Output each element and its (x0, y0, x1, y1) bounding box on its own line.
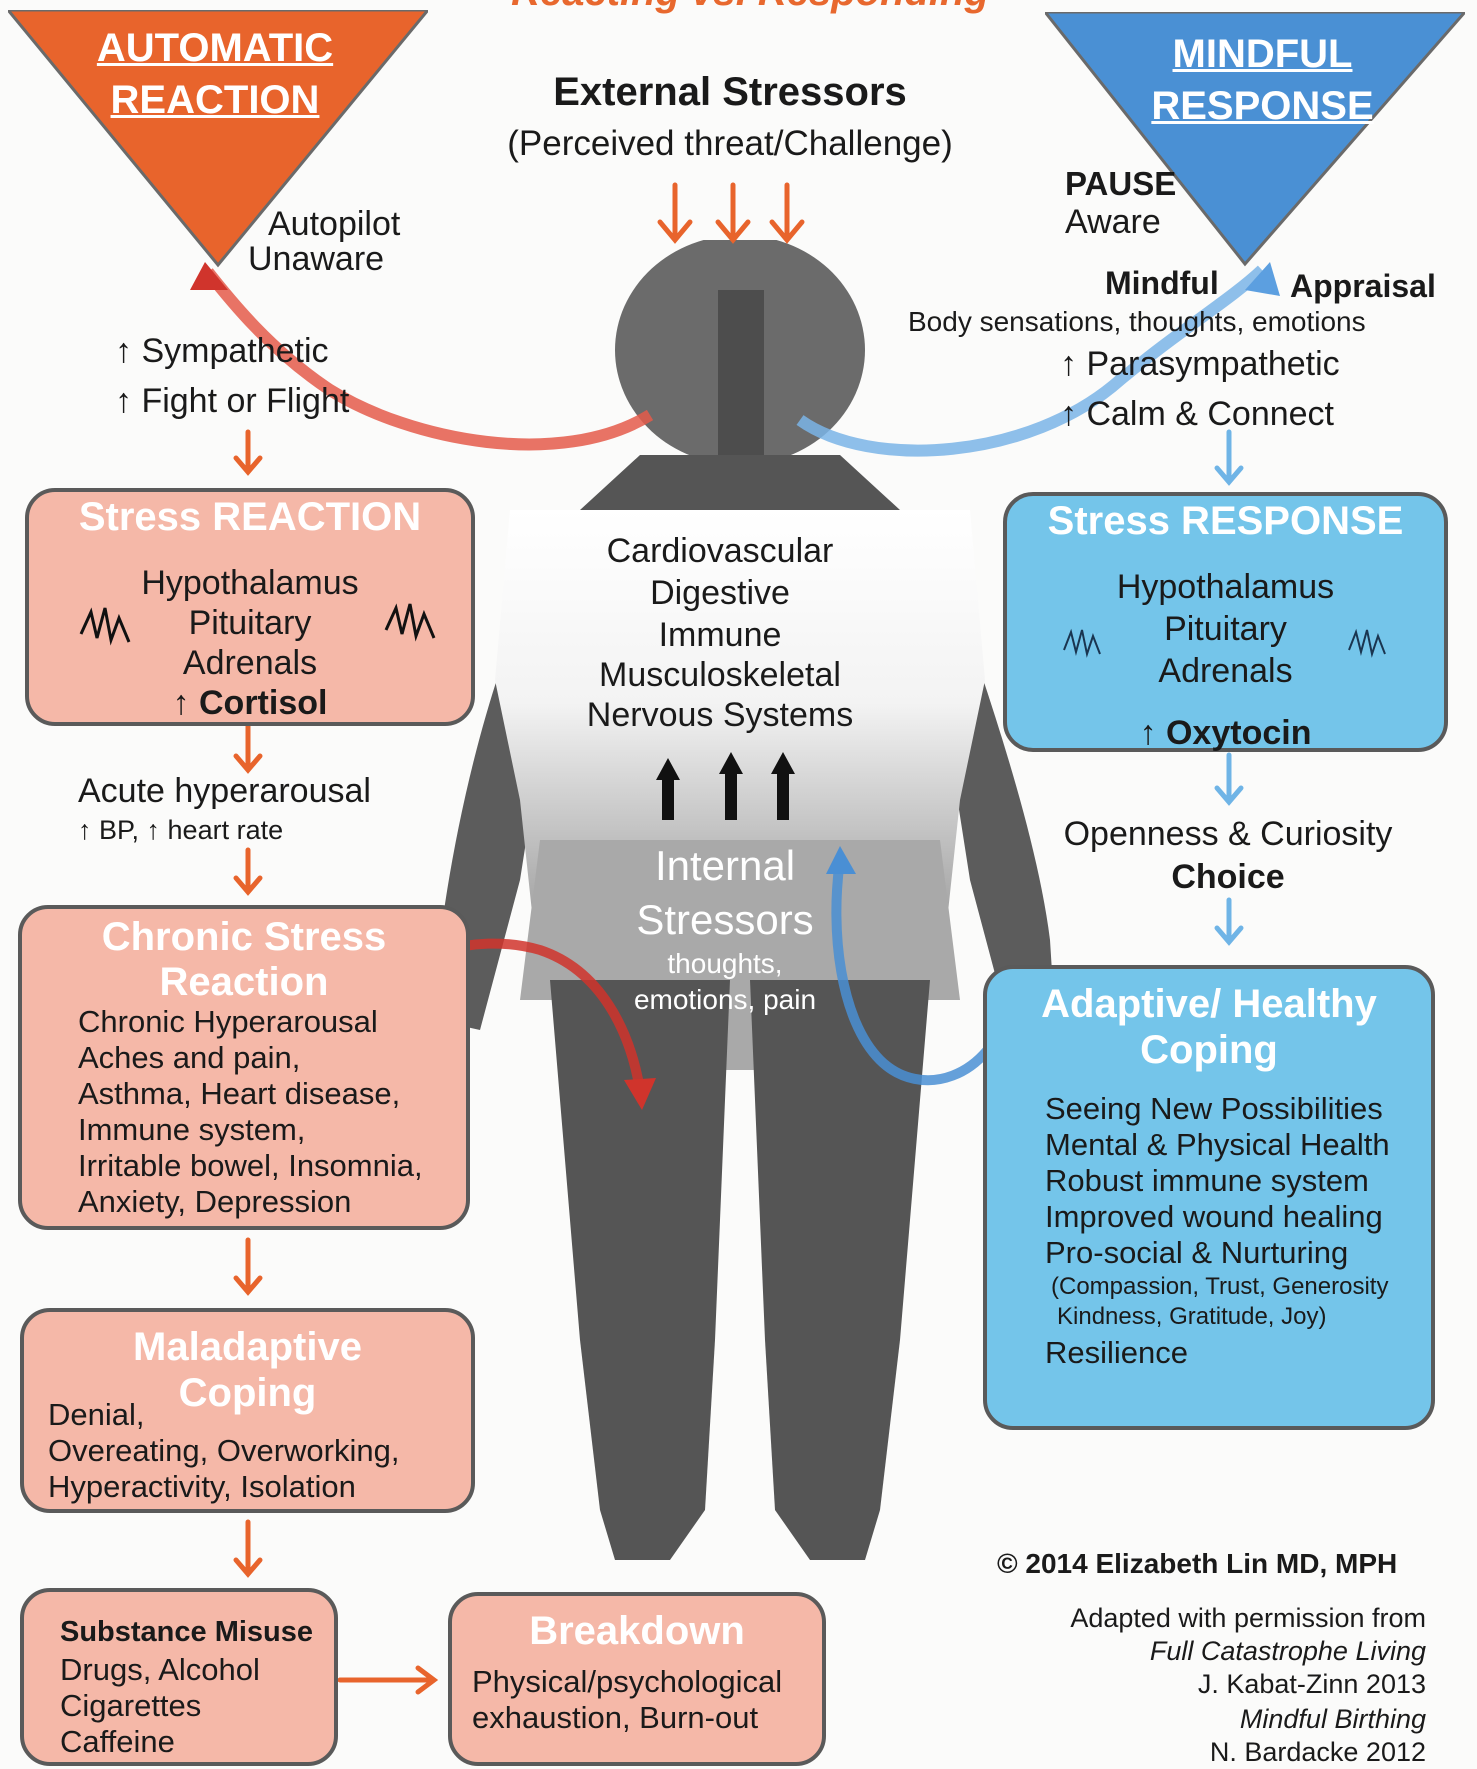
adaptive-subitem: Kindness, Gratitude, Joy) (1057, 1303, 1327, 1330)
autopilot-label: Autopilot (268, 205, 401, 243)
hypothalamus-label: Hypothalamus (141, 564, 359, 602)
mindful-response-triangle (1045, 12, 1465, 267)
oxytocin-label: ↑ Oxytocin (1139, 714, 1312, 752)
system-nervous: Nervous Systems (586, 696, 854, 734)
stress-reaction-title: Stress REACTION (78, 495, 422, 539)
chronic-item: Asthma, Heart disease, (78, 1076, 401, 1111)
automatic-reaction-label: AUTOMATIC REACTION (96, 26, 334, 122)
adaptive-item: Robust immune system (1045, 1163, 1369, 1198)
chronic-item: Anxiety, Depression (78, 1184, 352, 1219)
cortisol-label: ↑ Cortisol (172, 684, 328, 722)
breakdown-item: Physical/psychological (472, 1664, 783, 1699)
system-immune: Immune (658, 616, 782, 654)
substance-item: Drugs, Alcohol (60, 1652, 260, 1687)
adaptive-subitem: (Compassion, Trust, Generosity (1051, 1273, 1389, 1300)
fight-or-flight-label: ↑ Fight or Flight (115, 382, 350, 420)
zigzag-icon (1348, 628, 1386, 658)
external-stressors-title: External Stressors (553, 70, 907, 114)
maladaptive-coping-title: Maladaptive (133, 1325, 362, 1369)
automatic-reaction-triangle (8, 10, 428, 268)
internal-stressors-line1: Internal (654, 842, 796, 889)
source-book-1: Full Catastrophe Living (1149, 1636, 1426, 1666)
aware-label: Aware (1065, 203, 1161, 241)
maladaptive-coping-box: Maladaptive Coping Denial, Overeating, O… (20, 1308, 475, 1513)
stress-response-box: Stress RESPONSE Hypothalamus Pituitary A… (1003, 492, 1448, 752)
zigzag-icon (79, 607, 131, 646)
maladaptive-item: Denial, (48, 1397, 145, 1432)
appraisal-label: Appraisal (1290, 268, 1436, 304)
pituitary-label: Pituitary (188, 604, 312, 642)
adrenals-label: Adrenals (1158, 652, 1293, 690)
chronic-item: Irritable bowel, Insomnia, (78, 1148, 423, 1183)
openness-curiosity-label: Openness & Curiosity (1063, 815, 1393, 853)
substance-misuse-box: Substance Misuse Drugs, Alcohol Cigarett… (20, 1588, 338, 1766)
maladaptive-coping-title-2: Coping (178, 1371, 317, 1415)
human-figure-silhouette (440, 240, 1055, 1560)
choice-label: Choice (1171, 858, 1285, 896)
zigzag-icon (384, 603, 436, 642)
unaware-label: Unaware (248, 240, 385, 278)
breakdown-title: Breakdown (529, 1609, 745, 1653)
maladaptive-item: Overeating, Overworking, (48, 1433, 400, 1468)
adaptive-item: Pro-social & Nurturing (1045, 1235, 1349, 1270)
hypothalamus-label: Hypothalamus (1116, 568, 1335, 606)
chronic-item: Aches and pain, (78, 1040, 301, 1075)
system-cardiovascular: Cardiovascular (606, 532, 834, 570)
substance-misuse-title: Substance Misuse (60, 1616, 314, 1648)
breakdown-item: exhaustion, Burn-out (472, 1700, 759, 1735)
source-book-2: Mindful Birthing (1239, 1704, 1426, 1734)
chronic-item: Chronic Hyperarousal (78, 1004, 378, 1039)
source-author-2: N. Bardacke 2012 (1209, 1737, 1426, 1767)
internal-stressors-line3: thoughts, (667, 948, 783, 979)
substance-item: Cigarettes (60, 1688, 202, 1723)
adaptive-item: Seeing New Possibilities (1045, 1091, 1383, 1126)
adapted-note: Adapted with permission from (1070, 1603, 1426, 1633)
adrenals-label: Adrenals (182, 644, 318, 682)
pituitary-label: Pituitary (1164, 610, 1287, 648)
pause-label: PAUSE (1065, 165, 1177, 202)
substance-item: Caffeine (60, 1724, 175, 1759)
chronic-item: Immune system, (78, 1112, 306, 1147)
adaptive-coping-box: Adaptive/ Healthy Coping Seeing New Poss… (983, 965, 1435, 1430)
acute-hyperarousal-label: Acute hyperarousal (78, 772, 371, 810)
source-author-1: J. Kabat-Zinn 2013 (1197, 1669, 1426, 1699)
stress-reaction-box: Stress REACTION Hypothalamus Pituitary A… (25, 488, 475, 726)
adaptive-item: Improved wound healing (1045, 1199, 1383, 1234)
sympathetic-label: ↑ Sympathetic (115, 332, 329, 370)
zigzag-icon (1063, 628, 1101, 658)
calm-connect-label: ↑ Calm & Connect (1060, 395, 1334, 433)
system-musculoskeletal: Musculoskeletal (599, 656, 841, 694)
body-sensations-label: Body sensations, thoughts, emotions (908, 306, 1366, 337)
external-stressors-subtitle: (Perceived threat/Challenge) (507, 124, 953, 163)
chronic-stress-box: Chronic Stress Reaction Chronic Hyperaro… (18, 905, 470, 1230)
adaptive-item: Mental & Physical Health (1045, 1127, 1390, 1162)
mindful-label: Mindful (1105, 265, 1219, 301)
copyright-notice: © 2014 Elizabeth Lin MD, MPH (997, 1548, 1398, 1579)
bp-heart-rate-label: ↑ BP, ↑ heart rate (78, 815, 284, 845)
adaptive-coping-title: Adaptive/ Healthy (1041, 982, 1377, 1026)
chronic-stress-title-2: Reaction (159, 960, 329, 1004)
mindful-response-label: MINDFUL RESPONSE (1151, 32, 1374, 128)
internal-stressors-line4: emotions, pain (633, 984, 817, 1015)
adaptive-item-resilience: Resilience (1045, 1335, 1189, 1370)
diagram-title: Reacting vs. Responding (400, 0, 1100, 15)
parasympathetic-label: ↑ Parasympathetic (1060, 345, 1340, 383)
adaptive-coping-title-2: Coping (1140, 1028, 1278, 1072)
internal-stressors-line2: Stressors (636, 896, 814, 943)
breakdown-box: Breakdown Physical/psychological exhaust… (448, 1592, 826, 1766)
maladaptive-item: Hyperactivity, Isolation (48, 1469, 356, 1504)
stress-response-title: Stress RESPONSE (1047, 499, 1404, 543)
system-digestive: Digestive (650, 574, 790, 612)
chronic-stress-title: Chronic Stress (101, 915, 387, 959)
